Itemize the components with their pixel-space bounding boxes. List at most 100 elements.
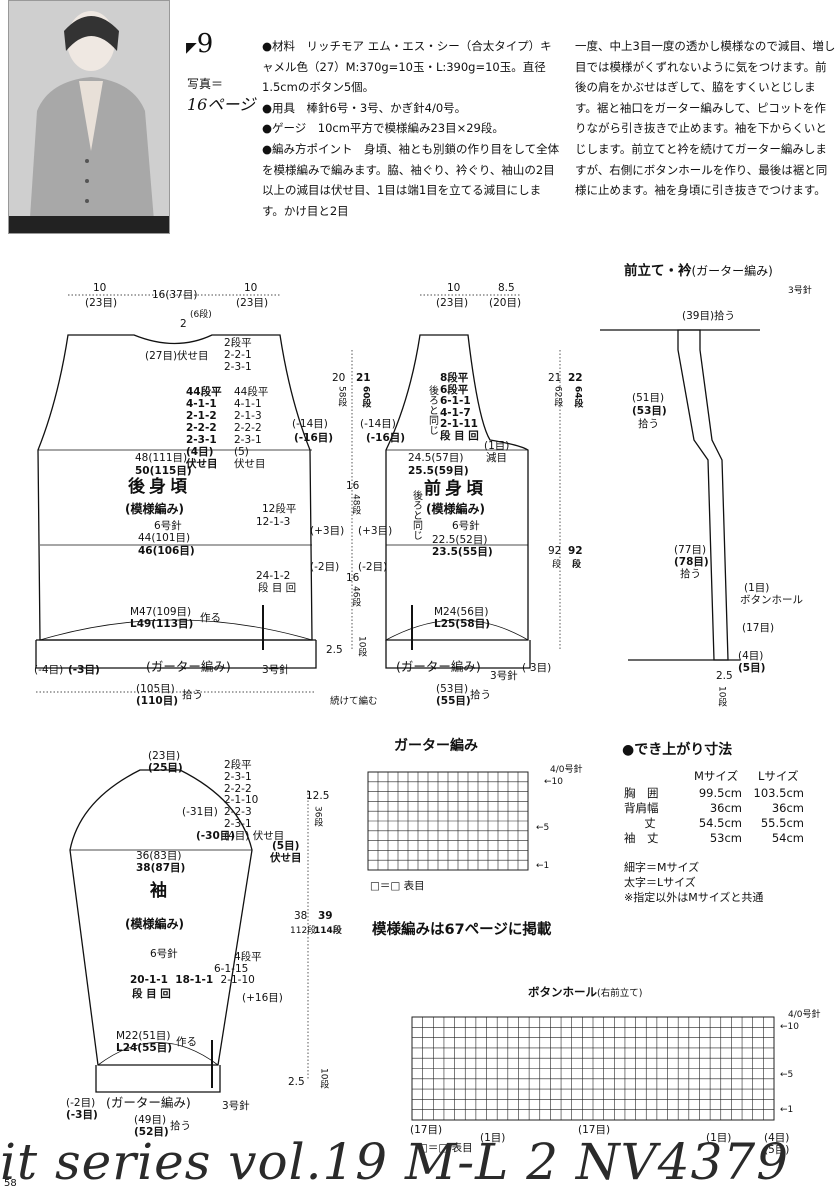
band-side-note: 拾う	[638, 418, 659, 430]
back-hem-rows: 10段	[356, 636, 367, 657]
front-needle: 6号針	[452, 520, 480, 532]
front-bust-m: 24.5(57目)	[408, 452, 464, 464]
garter-row-5: ←5	[536, 823, 550, 833]
back-bust-l: 50(115目)	[135, 465, 192, 477]
back-neck-depth-rows: (6段)	[190, 310, 212, 320]
back-side-inc-1: 12段平	[262, 503, 297, 515]
bh-bottom-2: (1目)	[480, 1132, 506, 1144]
buttonhole-title: ボタンホール(右前立て)	[528, 985, 643, 999]
back-hem-dec-m: (-4目)	[34, 664, 64, 676]
band-lower-m: (77目)	[674, 544, 707, 556]
front-side-dec-count: (-2目)	[358, 561, 388, 573]
sleeve-needle: 6号針	[150, 948, 178, 960]
front-arm-count-l: (-16目)	[366, 432, 406, 444]
method-text-cont: 一度、中上3目一度の透かし模様なので減目、増し目では模様がくずれないように気をつ…	[575, 39, 836, 198]
sleeve-upper-l: 38(87目)	[136, 862, 186, 874]
band-lower-note: 拾う	[680, 568, 701, 580]
gauge-text: ●ゲージ 10cm平方で模様編み23目×29段。	[262, 121, 504, 136]
page-number: 58	[4, 1178, 17, 1189]
front-side-inc-count: (+3目)	[358, 525, 393, 537]
sleeve-cuff-dec-m: (-2目)	[66, 1097, 96, 1109]
sleeve-pick-note: 拾う	[170, 1120, 191, 1132]
buttonhole-needle: 4/0号針	[788, 1010, 821, 1020]
back-arm-count-l: (-16目)	[294, 432, 334, 444]
sizes-title: ●でき上がり寸法	[622, 742, 733, 758]
band-needle: 3号針	[788, 286, 812, 296]
bh-bottom-5: (4目)	[764, 1132, 790, 1144]
front-armhole-rows-m: 62段	[552, 386, 563, 407]
band-width: 2.5	[716, 670, 733, 682]
back-lower-h: 16	[346, 572, 360, 584]
front-waist-m: 22.5(52目)	[432, 534, 488, 546]
bh-bottom-1: (17目)	[410, 1124, 443, 1136]
bh-bottom-3: (17目)	[578, 1124, 611, 1136]
sleeve-garter-needle: 3号針	[222, 1100, 250, 1112]
back-pickup-l: (110目)	[136, 695, 179, 707]
garter-row-1: ←1	[536, 861, 550, 871]
bh-row-10: ←10	[780, 1022, 799, 1032]
back-body-outline	[37, 334, 313, 641]
front-armhole-h-m: 21	[548, 372, 562, 384]
back-waist-m: 44(101目)	[138, 532, 191, 544]
sleeve-cap-count-m: (-31目)	[182, 806, 218, 818]
back-lower-rows: 46段	[350, 586, 361, 607]
sleeve-top-l: (25目)	[148, 762, 183, 774]
sizes-col-m: Mサイズ	[694, 769, 739, 783]
back-hem-h: 2.5	[326, 644, 343, 656]
back-garter-needle: 3号針	[262, 664, 290, 676]
back-neck-width: 16(37目)	[152, 289, 198, 301]
front-cast-l: L25(58目)	[434, 618, 491, 630]
front-continue-note: 続けて編む	[330, 696, 378, 707]
back-pickup-note: 拾う	[182, 689, 203, 701]
back-hem-dec-l: (-3目)	[68, 664, 100, 676]
tools-text: ●用具 棒針6号・3号、かぎ針4/0号。	[262, 100, 467, 115]
back-top-left-width: 10	[93, 282, 107, 294]
band-side-l: (53目)	[632, 405, 667, 417]
sleeve-len-l-rows: 114段	[314, 926, 342, 936]
band-space: (17目)	[742, 622, 775, 634]
sleeve-cuff-h: 2.5	[288, 1076, 305, 1088]
sleeve-cap-count-l: (-30目)	[196, 830, 236, 842]
back-garter: (ガーター編み)	[146, 659, 231, 674]
band-end-m: (4目)	[738, 650, 764, 662]
back-bust-m: 48(111目)	[135, 452, 188, 464]
sleeve-cast-m: M22(51目)	[116, 1030, 171, 1042]
back-neck-decrease: 2段平 2-2-1 2-3-1	[224, 337, 252, 374]
sleeve-garter: (ガーター編み)	[106, 1095, 191, 1110]
pattern-number: ◤9	[186, 29, 214, 59]
footer: 58 it series vol.19 M-L 2 NV4379	[0, 1136, 838, 1200]
back-pattern: (模様編み)	[125, 502, 184, 516]
front-hem-dec: (-3目)	[522, 662, 552, 674]
bh-legend: □＝□ 表目	[418, 1142, 473, 1154]
band-title: 前立て・衿(ガーター編み)	[624, 263, 773, 279]
sleeve-len-m-rows: 112段	[290, 926, 317, 936]
sleeve-upper-m: 36(83目)	[136, 850, 182, 862]
back-waist-l: 46(106目)	[138, 545, 195, 557]
front-body-outline	[385, 334, 529, 641]
sleeve-cuff-rows: 10段	[318, 1068, 329, 1089]
back-needle: 6号針	[154, 520, 182, 532]
front-same-note: 後ろと同じ	[410, 490, 422, 540]
front-neck-1b: 減目	[486, 452, 507, 464]
front-pickup-m: (53目)	[436, 683, 469, 695]
sleeve-inc-note: 段 目 回	[132, 988, 171, 1000]
back-neck-bindoff: (27目)伏せ目	[145, 350, 209, 362]
front-top-right-stitches: (20目)	[489, 297, 522, 309]
bh-bottom-4: (1目)	[706, 1132, 732, 1144]
sleeve-cap-rows: 36段	[312, 806, 323, 827]
instructions-column-2: 一度、中上3目一度の透かし模様なので減目、増し目では模様がくずれないように気をつ…	[575, 36, 837, 201]
sleeve-cap-dec-l-b: 伏せ目	[270, 852, 302, 864]
back-side-dec-1: 24-1-2	[256, 570, 291, 582]
front-cast-m: M24(56目)	[434, 606, 489, 618]
sizes-col-l: Lサイズ	[758, 769, 799, 783]
photo-label: 写真＝	[187, 77, 224, 91]
sleeve-inc: 4段平 6-1-15	[214, 951, 262, 975]
back-side-dec-2: 段 目 回	[258, 582, 297, 594]
front-waist-l: 23.5(55目)	[432, 546, 493, 558]
